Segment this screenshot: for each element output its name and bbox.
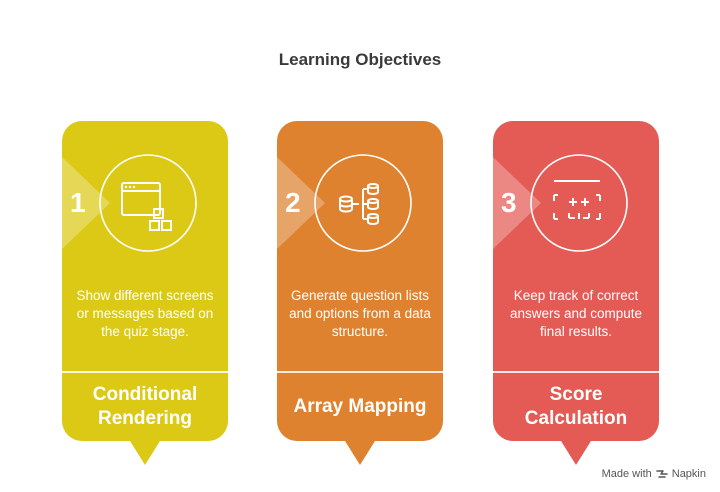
objective-card-2: 2 Generate question lists and options fr… bbox=[277, 121, 443, 465]
card-description: Generate question lists and options from… bbox=[289, 288, 431, 339]
objective-card-3: 3 Keep track of correct answers and comp… bbox=[493, 121, 659, 465]
data-mapping-icon bbox=[339, 183, 379, 225]
card-background bbox=[493, 121, 659, 465]
made-with-napkin-footer[interactable]: Made with Napkin bbox=[602, 468, 706, 480]
napkin-logo-icon bbox=[656, 470, 668, 478]
step-number: 1 bbox=[70, 187, 86, 218]
diagram-title: Learning Objectives bbox=[278, 50, 442, 69]
card-label: Array Mapping bbox=[293, 396, 427, 417]
card-background bbox=[277, 121, 443, 465]
step-number: 3 bbox=[501, 187, 517, 218]
card-background bbox=[62, 121, 228, 465]
card-label: Score Calculation bbox=[524, 384, 628, 429]
card-description: Keep track of correct answers and comput… bbox=[509, 288, 643, 339]
made-with-text: Made with bbox=[601, 468, 652, 480]
browser-window-components-icon bbox=[121, 182, 172, 231]
card-description: Show different screens or messages based… bbox=[76, 288, 214, 339]
step-number: 2 bbox=[285, 187, 301, 218]
card-divider bbox=[493, 371, 659, 373]
card-label: Conditional Rendering bbox=[92, 384, 198, 429]
card-divider bbox=[277, 371, 443, 373]
objective-card-1: 1 Show different screens or messages bas… bbox=[62, 121, 228, 465]
card-divider bbox=[62, 371, 228, 373]
calculator-grid-icon bbox=[553, 180, 601, 220]
napkin-brand-text: Napkin bbox=[671, 468, 706, 480]
